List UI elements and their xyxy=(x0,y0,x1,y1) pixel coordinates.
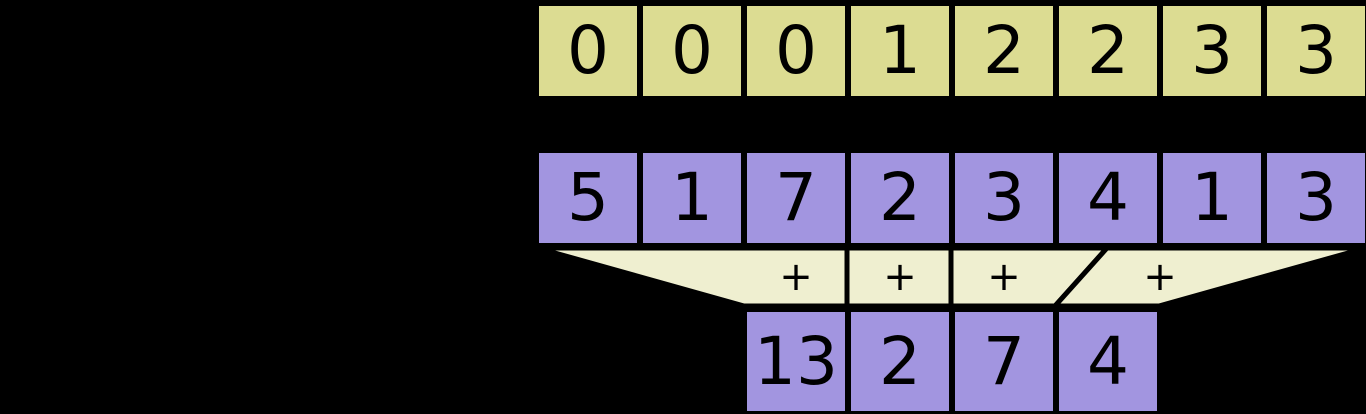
values-cell: 5 xyxy=(536,150,640,246)
plus-operator-icon: + xyxy=(883,254,917,300)
plus-operator-icon: + xyxy=(1143,254,1177,300)
result-cell: 13 xyxy=(744,309,848,414)
result-cell: 4 xyxy=(1056,309,1160,414)
keys-cell: 0 xyxy=(744,3,848,99)
values-cell: 1 xyxy=(1160,150,1264,246)
values-cell: 3 xyxy=(952,150,1056,246)
keys-cell: 2 xyxy=(1056,3,1160,99)
result-cell: 2 xyxy=(848,309,952,414)
values-cell: 7 xyxy=(744,150,848,246)
result-cell: 7 xyxy=(952,309,1056,414)
keys-cell: 1 xyxy=(848,3,952,99)
keys-cell: 3 xyxy=(1264,3,1366,99)
values-cell: 4 xyxy=(1056,150,1160,246)
keys-cell: 3 xyxy=(1160,3,1264,99)
values-cell: 2 xyxy=(848,150,952,246)
plus-operator-icon: + xyxy=(779,254,813,300)
values-cell: 3 xyxy=(1264,150,1366,246)
plus-operator-icon: + xyxy=(987,254,1021,300)
values-cell: 1 xyxy=(640,150,744,246)
keys-cell: 0 xyxy=(640,3,744,99)
keys-cell: 2 xyxy=(952,3,1056,99)
keys-cell: 0 xyxy=(536,3,640,99)
